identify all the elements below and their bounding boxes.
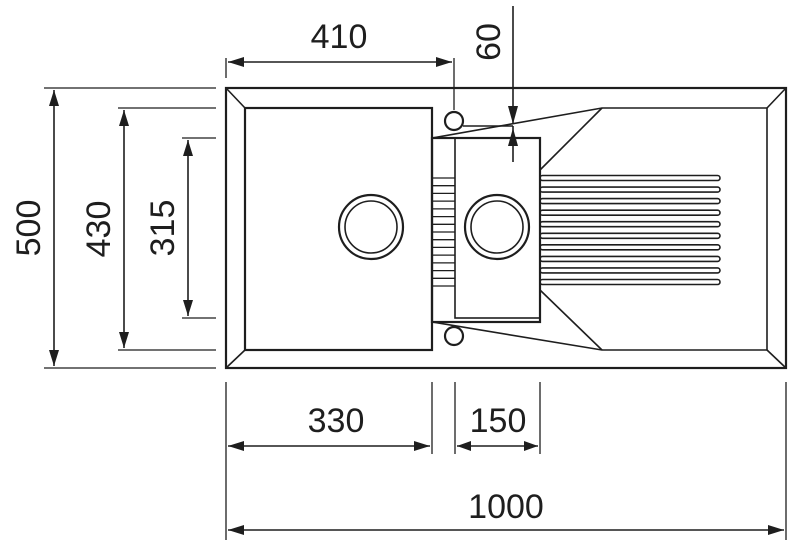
large-bowl [243, 106, 434, 352]
drainer-area [539, 107, 721, 351]
dim-330: 330 [228, 402, 430, 451]
dim-430: 430 [80, 110, 129, 348]
drainer-slope-top [539, 107, 603, 171]
large-bowl-drain-inner [344, 200, 398, 254]
extension-lines [44, 58, 787, 540]
dim-500-label: 500 [10, 200, 48, 257]
sink-body [224, 86, 788, 370]
drainer-groove [539, 255, 721, 263]
small-bowl-ribs [432, 177, 455, 287]
drainer-slope-bottom [539, 289, 603, 351]
small-bowl [430, 136, 542, 324]
dim-430-label: 430 [80, 201, 118, 258]
dim-150-label: 150 [470, 402, 527, 440]
dim-60: 60 [470, 6, 518, 146]
rim-bevel-tr [766, 87, 787, 109]
small-bowl-inner [454, 137, 541, 319]
dim-500: 500 [10, 90, 59, 366]
dim-315-label: 315 [144, 200, 182, 257]
drainer-groove [539, 220, 721, 228]
sink-outer-rim [224, 86, 788, 370]
tap-hole-bottom [443, 325, 465, 347]
dim-60-label: 60 [470, 23, 508, 61]
dim-330-label: 330 [308, 402, 365, 440]
drainer-groove [539, 232, 721, 240]
rim-bevel-bl [225, 349, 246, 369]
dim-410: 410 [228, 18, 452, 67]
drainer-groove [539, 186, 721, 193]
drainer-groove [539, 209, 721, 216]
dim-315: 315 [144, 140, 193, 316]
drainer-groove [539, 174, 721, 182]
dim-1000: 1000 [228, 488, 784, 535]
rim-bevel-tl [225, 87, 246, 109]
drainer-grooves [539, 174, 721, 286]
dim-410-label: 410 [311, 18, 368, 56]
drainer-groove [539, 197, 721, 205]
drainer-groove [539, 278, 721, 286]
sink-inner-rim [244, 107, 768, 351]
dim-1000-label: 1000 [468, 488, 544, 526]
tap-hole-top [443, 110, 465, 132]
large-bowl-drain-outer [337, 193, 405, 261]
drainer-groove [539, 244, 721, 251]
small-bowl-drain-outer [463, 193, 531, 261]
small-bowl-outer [430, 136, 542, 324]
rim-bevel-br [766, 349, 787, 369]
dim-150: 150 [457, 402, 538, 451]
drainer-groove [539, 267, 721, 274]
small-bowl-drain-inner [470, 200, 524, 254]
